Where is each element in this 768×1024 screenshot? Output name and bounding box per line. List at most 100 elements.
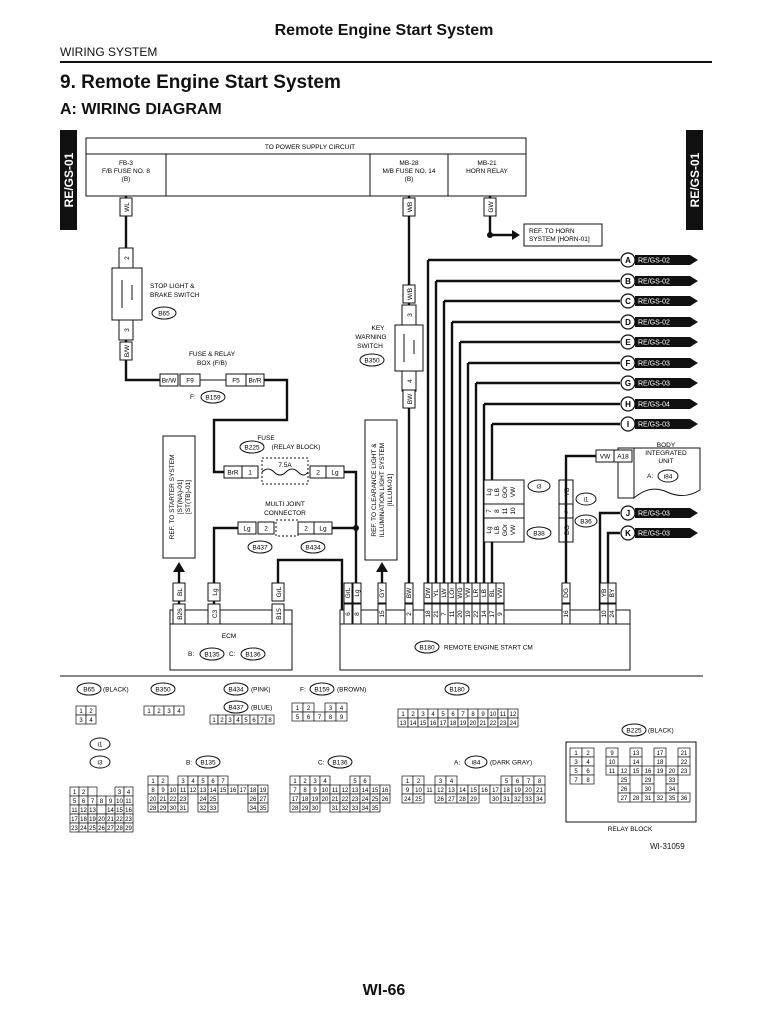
svg-text:7: 7 <box>293 788 297 794</box>
wire-label-gw: GW <box>488 201 495 213</box>
ref-label-k: RE/GS-03 <box>638 531 670 538</box>
b38-pin-3: VW <box>510 524 517 535</box>
pin-a18: A18 <box>617 454 629 461</box>
svg-text:16: 16 <box>125 808 132 814</box>
cm-pin-7: 7 <box>441 612 448 616</box>
svg-text:3: 3 <box>329 706 333 712</box>
wire-label-wl: WL <box>124 202 131 212</box>
cm-pin-11: 11 <box>449 610 456 617</box>
svg-text:16: 16 <box>430 721 437 727</box>
legend-b434: B434 <box>228 687 244 694</box>
legend-i84-color: (DARK GRAY) <box>490 760 532 767</box>
legend-i1: i1 <box>97 742 102 749</box>
svg-text:5: 5 <box>201 779 205 785</box>
header-rule <box>60 61 712 63</box>
svg-text:A:: A: <box>647 473 653 480</box>
svg-text:17: 17 <box>440 721 447 727</box>
cm-pin-19: 19 <box>465 610 472 618</box>
ref-letter-g: G <box>625 379 631 388</box>
horn-ref-box <box>523 223 603 247</box>
svg-text:33: 33 <box>352 806 359 812</box>
svg-text:20: 20 <box>470 721 477 727</box>
svg-text:C:: C: <box>318 760 325 767</box>
svg-text:33: 33 <box>210 806 217 812</box>
cm-pin-10: 10 <box>601 610 608 618</box>
ref-label-j: RE/GS-03 <box>638 511 670 518</box>
svg-text:24: 24 <box>362 797 369 803</box>
wire-label-brr: Br/R <box>249 378 262 385</box>
svg-text:34: 34 <box>362 806 369 812</box>
legend-b350: B350 <box>155 687 171 694</box>
svg-text:8: 8 <box>538 779 542 785</box>
svg-text:5: 5 <box>296 715 300 721</box>
ecm-pin-B26: B26 <box>177 608 184 620</box>
side-tab-left-label: RE/GS-01 <box>62 152 76 207</box>
wire-lg-cm <box>344 470 358 610</box>
svg-text:1: 1 <box>151 779 155 785</box>
svg-text:5: 5 <box>441 712 445 718</box>
svg-text:33: 33 <box>525 797 532 803</box>
b135-badge: B135 <box>204 652 220 659</box>
multi-joint-label-1: MULTI JOINT <box>265 501 305 508</box>
fuse-relay-box-label-2: BOX (F/B) <box>197 360 227 367</box>
cm-wire-label-0: GrL <box>345 587 352 598</box>
pin-f5: F5 <box>232 378 240 385</box>
ref-label-b: RE/GS-02 <box>638 279 670 286</box>
wire-label-wb2: W/B <box>407 288 414 300</box>
svg-text:6: 6 <box>586 769 590 775</box>
legend-b180: B180 <box>449 687 465 694</box>
b350-badge: B350 <box>364 358 380 365</box>
svg-text:3: 3 <box>181 779 185 785</box>
svg-text:31: 31 <box>503 797 510 803</box>
ref-tab-e <box>635 337 698 347</box>
legend-b225-color: (BLACK) <box>648 728 674 735</box>
svg-text:13: 13 <box>200 788 207 794</box>
svg-text:19: 19 <box>89 817 96 823</box>
ecm-wire-label-0: BL <box>177 588 184 596</box>
b38-pin-2: GOr <box>502 523 509 536</box>
svg-text:2: 2 <box>161 779 165 785</box>
svg-text:5: 5 <box>505 779 509 785</box>
b136-badge: B136 <box>245 652 261 659</box>
cm-wire-label-6: LW <box>441 588 448 598</box>
cm-wire-label-5: YL <box>433 589 440 597</box>
svg-text:28: 28 <box>116 826 123 832</box>
ref-tab-f <box>635 358 698 368</box>
svg-text:3: 3 <box>421 712 425 718</box>
svg-text:4: 4 <box>586 760 590 766</box>
b36-badge: B36 <box>580 519 592 526</box>
i3-pin-11: 11 <box>502 507 509 514</box>
svg-text:2: 2 <box>124 256 131 260</box>
ref-label-d: RE/GS-02 <box>638 320 670 327</box>
svg-text:4: 4 <box>236 718 240 724</box>
i3-connector-block <box>483 479 525 543</box>
cm-pin-15: 15 <box>379 610 386 618</box>
pin-f9: F9 <box>186 378 194 385</box>
fuse-label: FUSE <box>257 435 275 442</box>
svg-text:28: 28 <box>150 806 157 812</box>
svg-text:14: 14 <box>410 721 417 727</box>
svg-text:9: 9 <box>109 799 113 805</box>
svg-text:25: 25 <box>621 778 628 784</box>
svg-text:7: 7 <box>574 778 578 784</box>
svg-text:7: 7 <box>260 718 264 724</box>
legend-i3: i3 <box>97 760 102 767</box>
svg-text:2: 2 <box>417 779 421 785</box>
mb28-fuse: M/B FUSE NO. 14 <box>382 168 435 175</box>
svg-text:26: 26 <box>437 797 444 803</box>
ref-label-c: RE/GS-02 <box>638 299 670 306</box>
svg-text:13: 13 <box>448 788 455 794</box>
svg-text:4: 4 <box>127 790 131 796</box>
key-switch-label-1: KEY <box>371 325 385 332</box>
svg-text:2: 2 <box>157 709 161 715</box>
cm-wire-label-2: GY <box>379 588 386 598</box>
svg-text:1: 1 <box>406 779 410 785</box>
svg-text:3: 3 <box>439 779 443 785</box>
svg-text:22: 22 <box>342 797 349 803</box>
svg-text:21: 21 <box>107 817 114 823</box>
ecm-pin-B15: B15 <box>276 608 283 620</box>
ref-tab-a <box>635 255 698 265</box>
